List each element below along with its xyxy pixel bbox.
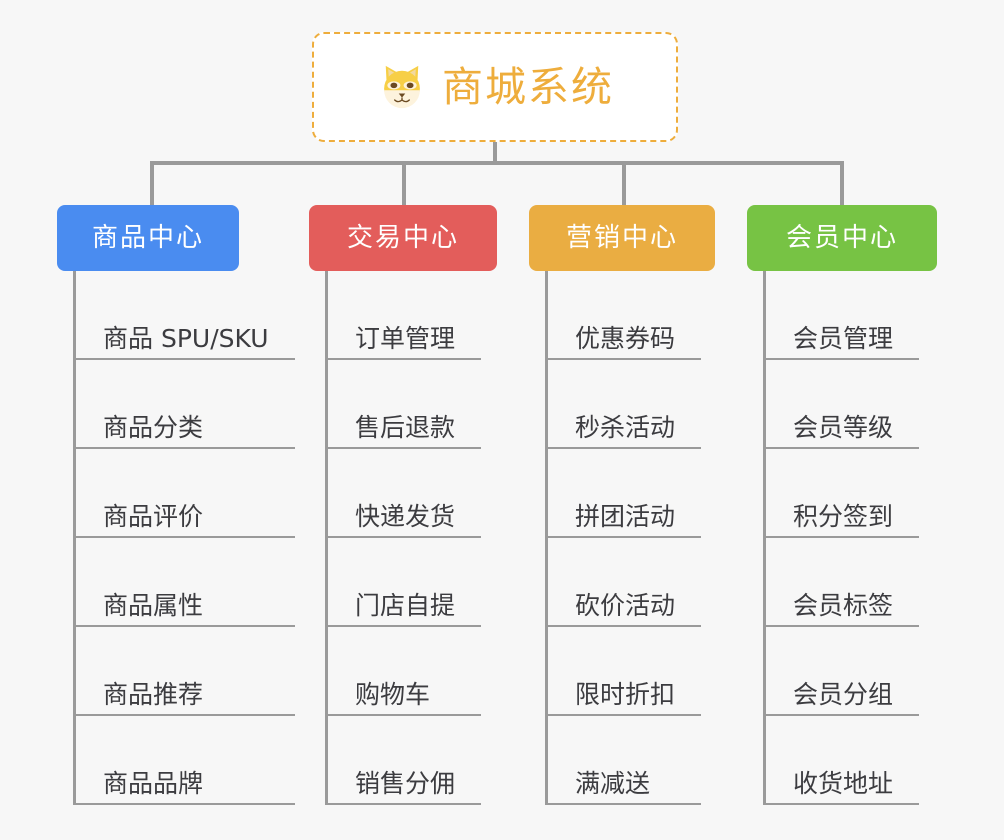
- leaf-item[interactable]: 砍价活动: [545, 538, 702, 627]
- leaf-label: 商品属性: [103, 591, 204, 621]
- leaf-label: 收货地址: [793, 769, 894, 799]
- root-node[interactable]: 商城系统: [312, 32, 678, 142]
- leaf-item[interactable]: 满减送: [545, 716, 702, 805]
- leaf-label: 购物车: [355, 680, 431, 710]
- leaf-label: 优惠券码: [575, 324, 676, 354]
- root-title: 商城系统: [442, 62, 614, 111]
- leaf-label: 订单管理: [355, 324, 456, 354]
- leaf-item[interactable]: 会员管理: [763, 271, 920, 360]
- category-label-1: 商品中心: [91, 223, 204, 253]
- connector-drop-2: [402, 161, 406, 205]
- leaf-label: 积分签到: [793, 502, 894, 532]
- leaf-label: 商品 SPU/SKU: [103, 324, 269, 354]
- leaf-list-2: 订单管理 售后退款 快递发货 门店自提 购物车 销售分佣: [325, 271, 482, 805]
- shiba-dog-face-icon: [384, 65, 420, 109]
- leaf-item[interactable]: 会员等级: [763, 360, 920, 449]
- leaf-item[interactable]: 门店自提: [325, 538, 482, 627]
- leaf-list-3: 优惠券码 秒杀活动 拼团活动 砍价活动 限时折扣 满减送: [545, 271, 702, 805]
- leaf-item[interactable]: 商品推荐: [73, 627, 295, 716]
- category-label-4: 会员中心: [785, 223, 898, 253]
- leaf-label: 商品评价: [103, 502, 204, 532]
- leaf-item[interactable]: 拼团活动: [545, 449, 702, 538]
- leaf-item[interactable]: 会员分组: [763, 627, 920, 716]
- category-header-2[interactable]: 交易中心: [309, 205, 497, 271]
- category-trunk-3: [545, 271, 548, 805]
- leaf-label: 快递发货: [355, 502, 456, 532]
- leaf-item[interactable]: 积分签到: [763, 449, 920, 538]
- leaf-item[interactable]: 商品 SPU/SKU: [73, 271, 295, 360]
- connector-root-stem: [493, 142, 497, 164]
- leaf-label: 砍价活动: [575, 591, 676, 621]
- category-trunk-4: [763, 271, 766, 805]
- connector-horizontal-bus: [150, 161, 841, 165]
- category-trunk-1: [73, 271, 76, 805]
- leaf-label: 商品推荐: [103, 680, 204, 710]
- leaf-label: 会员管理: [793, 324, 894, 354]
- leaf-label: 商品分类: [103, 413, 204, 443]
- category-header-1[interactable]: 商品中心: [57, 205, 239, 271]
- leaf-label: 限时折扣: [575, 680, 676, 710]
- leaf-label: 会员标签: [793, 591, 894, 621]
- connector-drop-3: [622, 161, 626, 205]
- leaf-label: 秒杀活动: [575, 413, 676, 443]
- leaf-label: 会员等级: [793, 413, 894, 443]
- leaf-label: 门店自提: [355, 591, 456, 621]
- leaf-item[interactable]: 秒杀活动: [545, 360, 702, 449]
- leaf-item[interactable]: 会员标签: [763, 538, 920, 627]
- leaf-label: 销售分佣: [355, 769, 456, 799]
- leaf-label: 商品品牌: [103, 769, 204, 799]
- leaf-item[interactable]: 收货地址: [763, 716, 920, 805]
- connector-drop-1: [150, 161, 154, 205]
- leaf-item[interactable]: 快递发货: [325, 449, 482, 538]
- connector-drop-4: [840, 161, 844, 205]
- category-header-4[interactable]: 会员中心: [747, 205, 937, 271]
- leaf-item[interactable]: 商品评价: [73, 449, 295, 538]
- category-header-3[interactable]: 营销中心: [529, 205, 715, 271]
- category-trunk-2: [325, 271, 328, 805]
- category-label-3: 营销中心: [565, 223, 678, 253]
- leaf-label: 拼团活动: [575, 502, 676, 532]
- leaf-item[interactable]: 售后退款: [325, 360, 482, 449]
- leaf-item[interactable]: 购物车: [325, 627, 482, 716]
- leaf-item[interactable]: 商品属性: [73, 538, 295, 627]
- leaf-label: 满减送: [575, 769, 651, 799]
- leaf-item[interactable]: 订单管理: [325, 271, 482, 360]
- leaf-list-1: 商品 SPU/SKU 商品分类 商品评价 商品属性 商品推荐 商品品牌: [73, 271, 295, 805]
- category-label-2: 交易中心: [346, 223, 459, 253]
- leaf-item[interactable]: 销售分佣: [325, 716, 482, 805]
- leaf-label: 售后退款: [355, 413, 456, 443]
- leaf-list-4: 会员管理 会员等级 积分签到 会员标签 会员分组 收货地址: [763, 271, 920, 805]
- leaf-label: 会员分组: [793, 680, 894, 710]
- leaf-item[interactable]: 优惠券码: [545, 271, 702, 360]
- leaf-item[interactable]: 商品品牌: [73, 716, 295, 805]
- leaf-item[interactable]: 商品分类: [73, 360, 295, 449]
- leaf-item[interactable]: 限时折扣: [545, 627, 702, 716]
